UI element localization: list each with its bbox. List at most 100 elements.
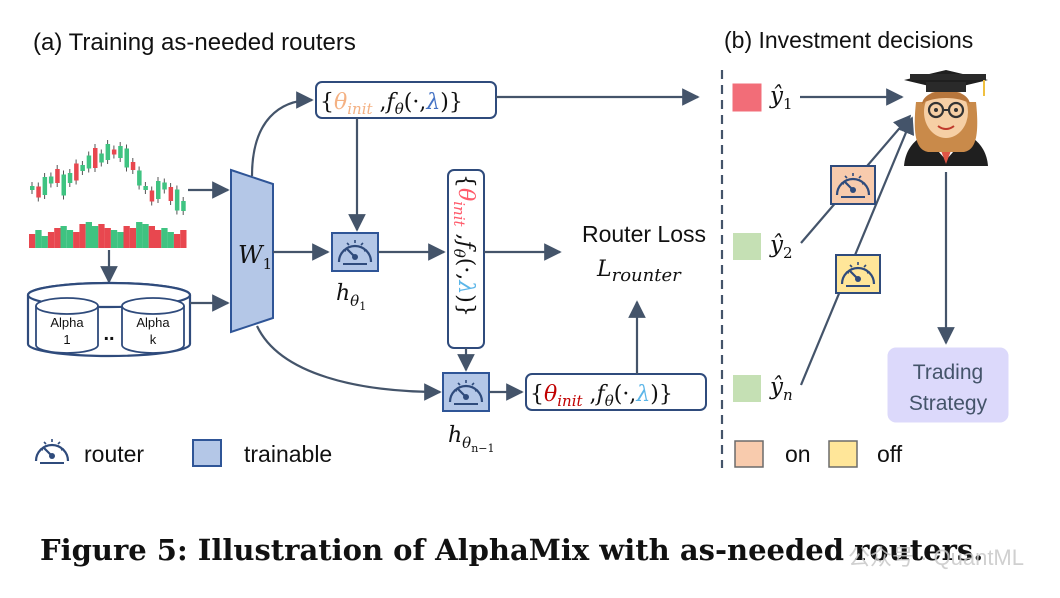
volume-bar	[136, 222, 143, 248]
param-vert-open: {	[453, 174, 478, 188]
alpha-1-cylinder: Alpha 1	[35, 297, 99, 354]
volume-bar	[110, 230, 118, 248]
alpha-1-label-top: Alpha	[50, 315, 84, 330]
candle-body	[111, 149, 117, 155]
y1-label: ŷ	[769, 83, 784, 109]
volume-bar	[148, 226, 155, 248]
candle-body	[162, 182, 167, 190]
volume-bar	[47, 232, 55, 248]
panel-b-title: (b) Investment decisions	[724, 27, 973, 53]
param-vert-paren: (·,	[453, 258, 478, 281]
candle-body	[42, 177, 48, 195]
param-vert-init: init	[450, 201, 468, 227]
yn-sub: n	[783, 386, 793, 404]
panel-a-title: (a) Training as-needed routers	[33, 29, 356, 56]
param-top-init: init	[347, 100, 373, 118]
volume-bar	[85, 222, 92, 248]
router-h-theta-1	[331, 232, 379, 272]
candle-body	[181, 201, 186, 211]
price-chart-image	[29, 140, 187, 248]
legend-trainable-label: trainable	[244, 441, 332, 467]
volume-bar	[41, 236, 48, 248]
candle-body	[105, 144, 111, 160]
param-top-paren: (·,	[404, 90, 427, 115]
volume-bar	[54, 228, 61, 248]
candle-body	[86, 155, 92, 169]
router-loss-L: L	[596, 257, 612, 282]
legend-on-swatch	[734, 440, 764, 468]
hn-subsub: n−1	[471, 442, 494, 455]
w1-label: W	[238, 241, 265, 269]
candle-body	[149, 190, 155, 202]
volume-bar	[66, 230, 74, 248]
alpha-database: Alpha 1 .. Alpha k	[26, 281, 192, 358]
svg-text:hθn−1: hθn−1	[448, 423, 495, 455]
param-top-comma: ,	[373, 90, 387, 115]
arrow-w1-to-top-params	[250, 91, 314, 177]
svg-text:{θinit ,fθ(·,λ)}: {θinit ,fθ(·,λ)}	[450, 174, 478, 317]
param-bottom-comma: ,	[583, 382, 597, 407]
param-bottom-init: init	[557, 392, 583, 410]
volume-bar	[180, 230, 187, 248]
param-vert-theta: θ	[453, 188, 478, 201]
volume-bar	[142, 224, 149, 248]
param-bottom-close: )}	[650, 382, 673, 407]
router-loss-sub: rounter	[612, 265, 683, 286]
router-gauge-off	[835, 254, 881, 294]
param-top-lambda: λ	[425, 90, 440, 115]
svg-text:ŷ1: ŷ1	[769, 83, 793, 113]
h1-subsub: 1	[359, 300, 366, 313]
trading-strategy-line1: Trading	[913, 361, 983, 384]
router-h-theta-n-minus-1	[442, 372, 490, 412]
volume-bar	[35, 230, 42, 248]
candle-body	[61, 174, 66, 196]
candle-body	[137, 170, 142, 186]
trading-strategy-box: Trading Strategy	[887, 347, 1009, 423]
w1-subscript: 1	[263, 255, 273, 273]
watermark: 公众号 · QuantML	[848, 545, 1024, 570]
candle-body	[74, 163, 79, 181]
param-vert-comma: ,	[453, 227, 478, 241]
param-bottom-theta: θ	[544, 382, 557, 407]
y2-label: ŷ	[769, 232, 784, 258]
alpha-k-cylinder: Alpha k	[121, 297, 185, 354]
router-loss-title: Router Loss	[582, 221, 706, 247]
legend-off: off	[828, 440, 903, 468]
legend-trainable: trainable	[192, 439, 332, 467]
w1-trainable-layer: W1	[230, 168, 274, 334]
param-top-close: )}	[440, 90, 463, 115]
h1-label: h	[336, 281, 350, 306]
candle-body	[36, 186, 41, 198]
param-top-f-sub: θ	[395, 100, 404, 118]
candle-body	[99, 153, 104, 163]
volume-bar	[79, 224, 86, 248]
y1-sub: 1	[783, 95, 793, 113]
svg-text:ŷ2: ŷ2	[769, 232, 793, 262]
legend-on-label: on	[785, 441, 811, 467]
trader-avatar-icon	[904, 70, 988, 166]
y1-swatch	[732, 83, 762, 112]
volume-bar	[73, 232, 80, 248]
param-bottom-paren: (·,	[614, 382, 637, 407]
alpha-1-label-bottom: 1	[63, 332, 70, 347]
alpha-k-label-top: Alpha	[136, 315, 170, 330]
candle-body	[80, 165, 85, 171]
param-top-open: {	[320, 90, 334, 115]
volume-bar	[161, 228, 168, 248]
router-gauge-on	[830, 165, 876, 205]
trading-strategy-line2: Strategy	[909, 392, 988, 415]
svg-text:{θinit ,fθ(·,λ)}: {θinit ,fθ(·,λ)}	[530, 382, 673, 410]
candle-body	[124, 148, 129, 168]
y2-sub: 2	[783, 244, 793, 262]
hn-sub: θ	[462, 434, 471, 452]
legend-trainable-swatch	[192, 439, 222, 467]
hn-label: h	[448, 423, 462, 448]
volume-bar	[29, 234, 36, 248]
legend-router-label: router	[84, 441, 144, 467]
svg-text:W1: W1	[238, 241, 272, 273]
alpha-dots: ..	[103, 323, 114, 345]
volume-bar	[123, 226, 130, 248]
svg-text:ŷn: ŷn	[769, 374, 793, 404]
yn-swatch	[733, 375, 761, 402]
svg-text:{θinit ,fθ(·,λ)}: {θinit ,fθ(·,λ)}	[320, 90, 463, 118]
